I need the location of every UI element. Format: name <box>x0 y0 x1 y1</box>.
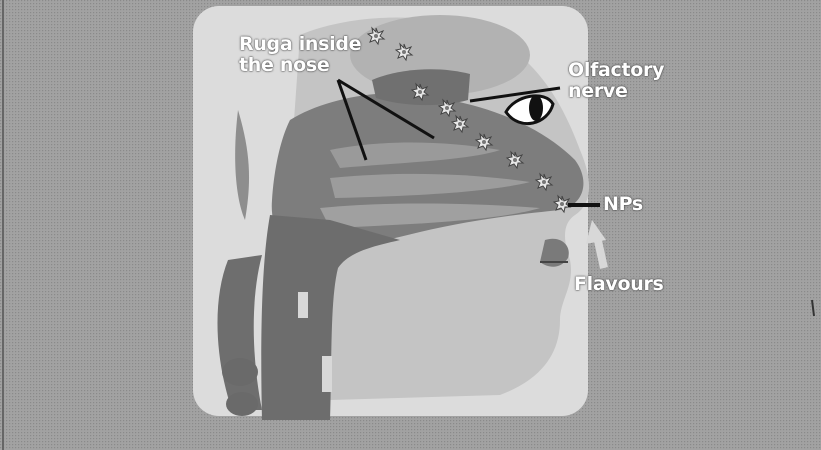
vertebra <box>226 392 258 416</box>
trachea-ring <box>298 292 308 318</box>
label-flavours: Flavours <box>574 274 664 295</box>
label-ruga-line-2: the nose <box>239 55 361 76</box>
label-ruga: Ruga inside the nose <box>239 34 361 76</box>
label-ruga-line-1: Ruga inside <box>239 34 361 55</box>
label-olfactory-line-2: nerve <box>568 81 664 102</box>
label-olfactory-nerve: Olfactory nerve <box>568 60 664 102</box>
label-nps: NPs <box>603 194 643 215</box>
left-strip <box>2 0 4 450</box>
vertebra <box>222 358 258 386</box>
trachea-ring <box>322 356 332 392</box>
label-olfactory-line-1: Olfactory <box>568 60 664 81</box>
